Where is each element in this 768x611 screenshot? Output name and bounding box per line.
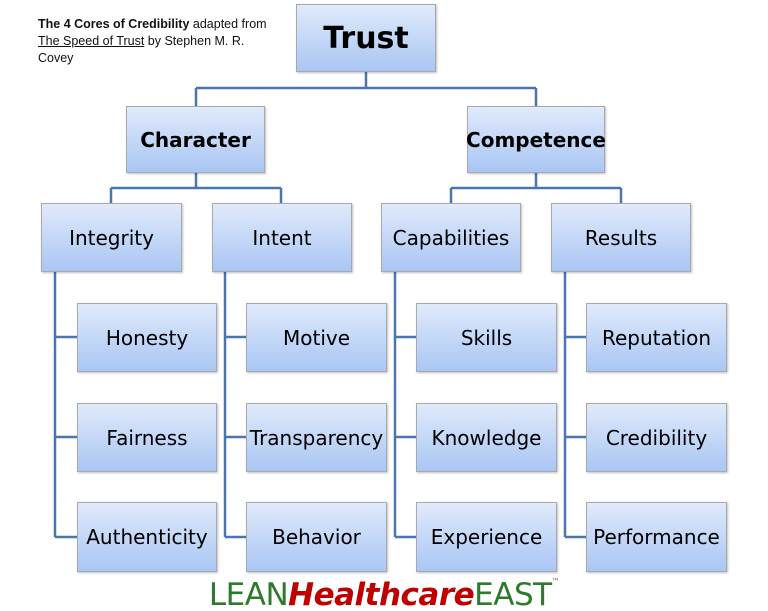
node-knowledge: Knowledge bbox=[416, 403, 557, 472]
node-trust: Trust bbox=[296, 4, 436, 72]
node-motive: Motive bbox=[246, 303, 387, 372]
node-intent: Intent bbox=[212, 203, 352, 272]
logo-east: EAST bbox=[474, 577, 552, 611]
node-integrity: Integrity bbox=[41, 203, 182, 272]
logo-healthcare: Healthcare bbox=[288, 577, 475, 611]
caption-author: by Stephen M. R. Covey bbox=[38, 34, 245, 65]
logo-trademark: ™ bbox=[551, 577, 560, 586]
node-behavior: Behavior bbox=[246, 502, 387, 572]
logo-lean: LEAN bbox=[208, 577, 289, 611]
node-skills: Skills bbox=[416, 303, 557, 372]
node-honesty: Honesty bbox=[77, 303, 217, 372]
node-character: Character bbox=[126, 106, 265, 173]
node-performance: Performance bbox=[586, 502, 727, 572]
book-title: The Speed of Trust bbox=[38, 34, 145, 48]
caption-title: The 4 Cores of Credibility bbox=[38, 17, 190, 31]
node-capabilities: Capabilities bbox=[381, 203, 521, 272]
node-transparency: Transparency bbox=[246, 403, 387, 472]
caption-text: adapted from bbox=[189, 17, 267, 31]
node-reputation: Reputation bbox=[586, 303, 727, 372]
node-results: Results bbox=[551, 203, 691, 272]
node-experience: Experience bbox=[416, 502, 557, 572]
node-competence: Competence bbox=[466, 106, 606, 173]
node-authenticity: Authenticity bbox=[77, 502, 217, 572]
node-credibility: Credibility bbox=[586, 403, 727, 472]
lean-healthcare-east-logo: LEANHealthcareEAST™ bbox=[0, 577, 768, 611]
node-fairness: Fairness bbox=[77, 403, 217, 472]
diagram-caption: The 4 Cores of Credibility adapted from … bbox=[38, 16, 278, 67]
